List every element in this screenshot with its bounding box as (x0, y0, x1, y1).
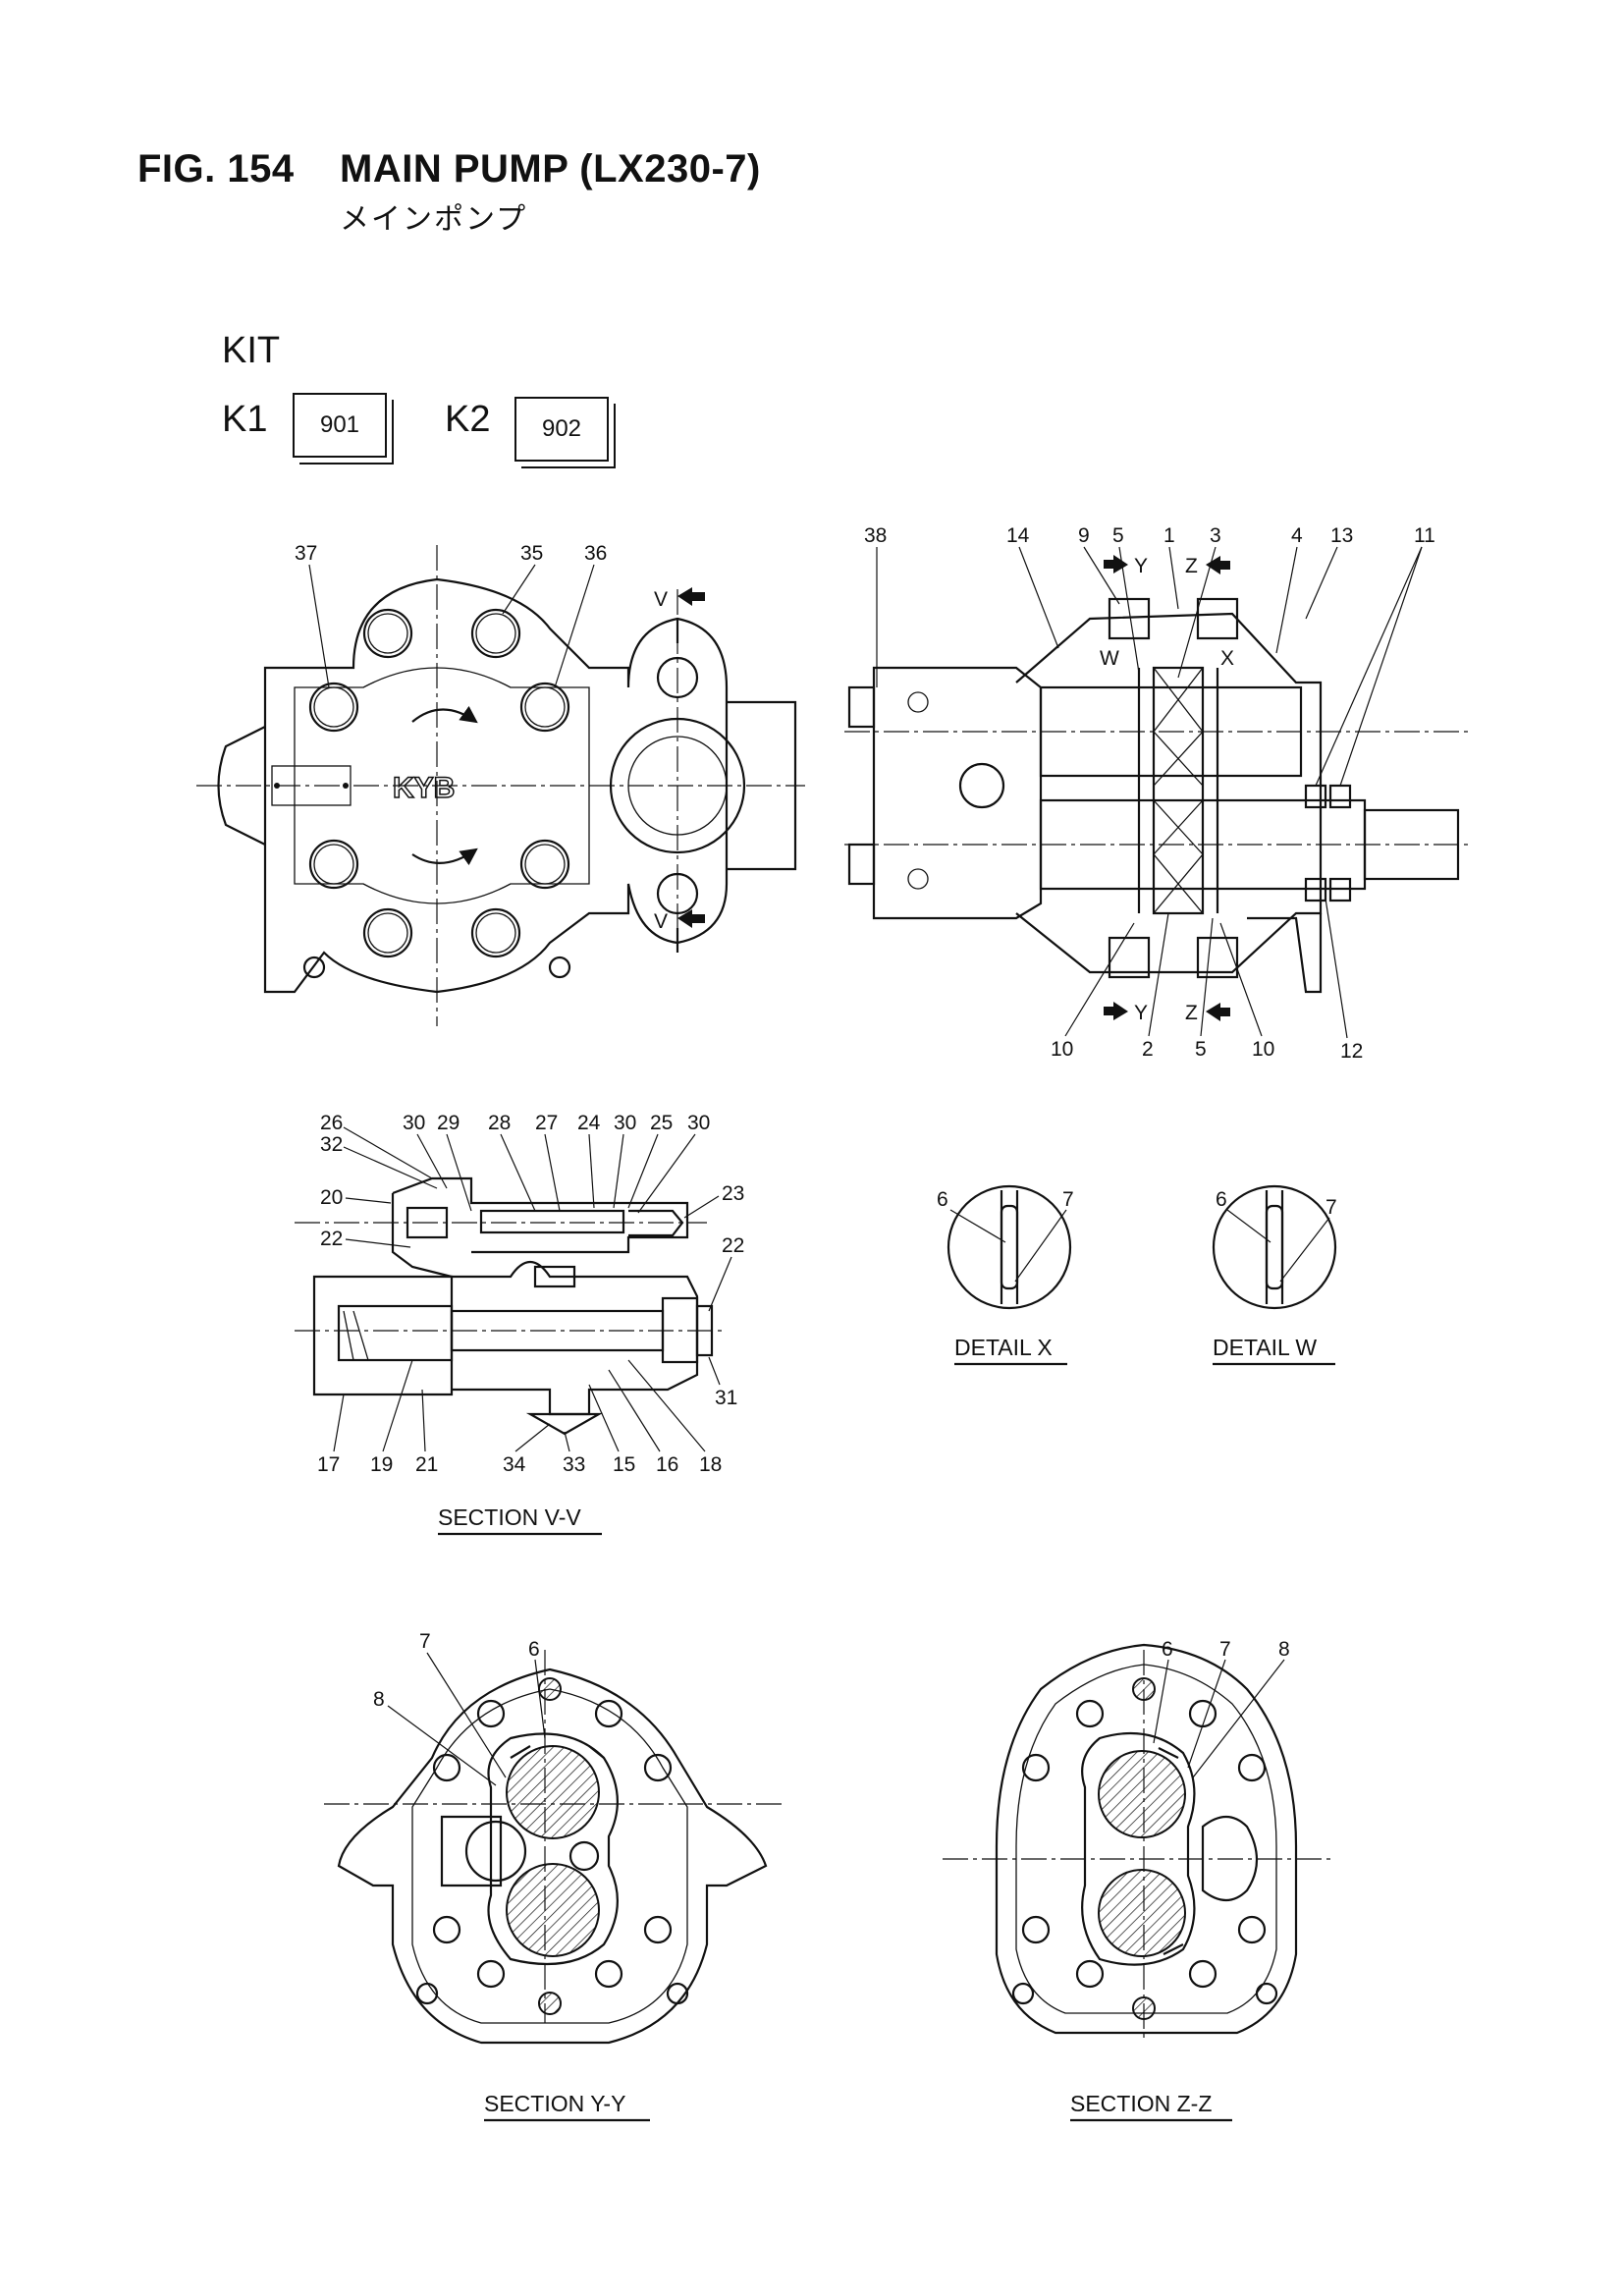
callout-34: 34 (503, 1453, 526, 1476)
callout-3: 3 (1210, 524, 1221, 547)
kit-code-901: 901 (293, 393, 387, 458)
callout-20: 20 (320, 1186, 343, 1209)
detail-mark-x: X (1220, 647, 1234, 670)
page-title: MAIN PUMP (LX230-7) (340, 147, 761, 191)
section-zz-bolt-holes (1011, 1677, 1278, 2020)
callout-33: 33 (563, 1453, 585, 1476)
section-yy-callout-7: 7 (419, 1630, 431, 1653)
callout-30-c: 30 (687, 1112, 710, 1134)
callout-4: 4 (1291, 524, 1303, 547)
callout-10-left: 10 (1051, 1038, 1073, 1061)
detail-x-callout-6: 6 (937, 1188, 948, 1211)
callout-2: 2 (1142, 1038, 1154, 1061)
callout-35: 35 (520, 542, 543, 565)
detail-w-callout-7: 7 (1325, 1196, 1337, 1219)
caption-detail-x: DETAIL X (954, 1335, 1053, 1360)
section-mark-v-bottom: V (654, 910, 668, 933)
section-zz: 6 7 8 SECTION Z-Z (943, 1638, 1335, 2122)
section-mark-v-top: V (654, 588, 668, 611)
caption-section-yy: SECTION Y-Y (484, 2091, 625, 2116)
section-vv: 26 32 30 29 28 27 24 30 25 30 20 22 23 2… (295, 1112, 744, 1536)
kyb-logo: KYB (393, 772, 455, 804)
callout-17: 17 (317, 1453, 340, 1476)
detail-mark-w: W (1100, 647, 1119, 670)
caption-section-vv: SECTION V-V (438, 1504, 581, 1530)
callout-12: 12 (1340, 1040, 1363, 1063)
callout-1: 1 (1163, 524, 1175, 547)
callout-28: 28 (488, 1112, 511, 1134)
section-zz-callout-7: 7 (1219, 1638, 1231, 1661)
section-yy-callout-8: 8 (373, 1688, 385, 1711)
callout-29: 29 (437, 1112, 460, 1134)
detail-x: 6 7 DETAIL X (937, 1184, 1074, 1366)
callout-9: 9 (1078, 524, 1090, 547)
section-yy-bolt-holes (415, 1677, 689, 2015)
section-yy-callout-6: 6 (528, 1638, 540, 1661)
detail-w: 6 7 DETAIL W (1212, 1184, 1337, 1366)
section-mark-z-top: Z (1185, 555, 1198, 577)
detail-w-callout-6: 6 (1216, 1188, 1227, 1211)
callout-22-right: 22 (722, 1234, 744, 1257)
callout-25: 25 (650, 1112, 673, 1134)
callout-5-bottom: 5 (1195, 1038, 1207, 1061)
section-mark-y-top: Y (1134, 555, 1148, 577)
callout-15: 15 (613, 1453, 635, 1476)
callout-32: 32 (320, 1133, 343, 1156)
kit-label-k2: K2 (445, 399, 491, 440)
side-view: Y Z Y Z W X 38 14 9 5 1 3 4 13 11 10 2 5 (844, 524, 1473, 1063)
callout-38: 38 (864, 524, 887, 547)
callout-19: 19 (370, 1453, 393, 1476)
front-view: KYB V V 37 35 36 (196, 542, 805, 1026)
callout-30-b: 30 (614, 1112, 636, 1134)
kit-label-k1: K1 (222, 399, 268, 440)
front-bolts (302, 608, 571, 979)
detail-x-callout-7: 7 (1062, 1188, 1074, 1211)
callout-18: 18 (699, 1453, 722, 1476)
callout-36: 36 (584, 542, 607, 565)
section-mark-y-bottom: Y (1134, 1002, 1148, 1024)
section-mark-z-bottom: Z (1185, 1002, 1198, 1024)
callout-11: 11 (1414, 524, 1435, 547)
callout-37: 37 (295, 542, 317, 565)
callout-26: 26 (320, 1112, 343, 1134)
caption-section-zz: SECTION Z-Z (1070, 2091, 1212, 2116)
callout-21: 21 (415, 1453, 438, 1476)
callout-13: 13 (1330, 524, 1353, 547)
callout-5-top: 5 (1112, 524, 1124, 547)
callout-10-right: 10 (1252, 1038, 1274, 1061)
caption-detail-w: DETAIL W (1213, 1335, 1317, 1360)
kit-heading: KIT (222, 330, 281, 371)
callout-14: 14 (1006, 524, 1030, 547)
section-zz-callout-6: 6 (1162, 1638, 1173, 1661)
figure-number: FIG. 154 (137, 147, 295, 191)
callout-31: 31 (715, 1387, 737, 1409)
section-yy: 7 6 8 SECTION Y-Y (324, 1630, 785, 2122)
callout-23: 23 (722, 1182, 744, 1205)
page-subtitle: メインポンプ (340, 203, 528, 236)
callout-27: 27 (535, 1112, 558, 1134)
callout-16: 16 (656, 1453, 678, 1476)
kit-code-902: 902 (514, 397, 609, 462)
callout-24: 24 (577, 1112, 601, 1134)
section-zz-callout-8: 8 (1278, 1638, 1290, 1661)
callout-30-a: 30 (403, 1112, 425, 1134)
callout-22-left: 22 (320, 1228, 343, 1250)
